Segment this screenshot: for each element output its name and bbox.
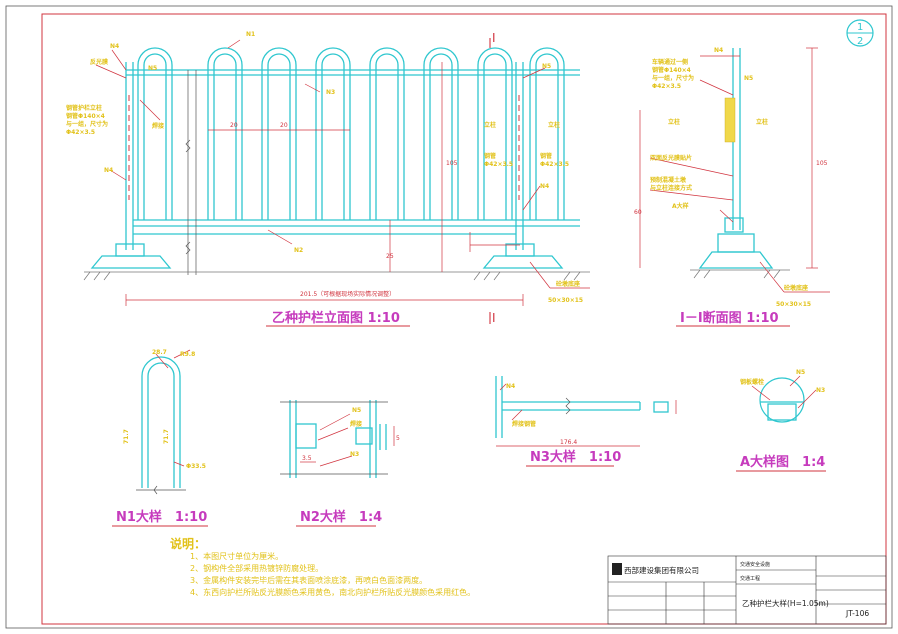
svg-text:钢管护栏立柱: 钢管护栏立柱 [66, 104, 102, 112]
svg-text:N5: N5 [542, 63, 551, 70]
svg-text:双面反光膜贴片: 双面反光膜贴片 [650, 154, 692, 162]
note-line-3: 3、金属构件安装完毕后需在其表面喷涂底漆，再喷白色面漆两度。 [190, 575, 427, 585]
svg-text:N4: N4 [104, 167, 113, 174]
svg-text:N1: N1 [246, 31, 255, 38]
svg-text:71.7: 71.7 [163, 429, 170, 444]
svg-text:R9.8: R9.8 [180, 351, 195, 358]
n1-title: N1大样 1:10 [116, 509, 207, 525]
elevation-title: 乙种护栏立面图 1:10 [272, 310, 400, 326]
svg-text:立柱: 立柱 [484, 121, 496, 129]
inner-frame [41, 13, 887, 625]
right-base [482, 255, 564, 269]
svg-text:砼墩底座: 砼墩底座 [555, 280, 580, 288]
svg-text:N5: N5 [796, 369, 805, 376]
svg-text:N4: N4 [714, 47, 723, 54]
svg-text:N4: N4 [540, 183, 549, 190]
elevation-view: N4 反光膜 N5 钢管护栏立柱 钢管Φ140×4 与一组，尺寸为 Φ42×3.… [66, 31, 590, 327]
svg-text:25: 25 [386, 253, 394, 260]
n2-title: N2大样 1:4 [300, 509, 382, 525]
svg-text:钢管Φ140×4: 钢管Φ140×4 [652, 66, 691, 74]
svg-text:Φ42×3.5: Φ42×3.5 [66, 129, 95, 136]
sheet-index-symbol: 1 2 [846, 19, 874, 47]
notes: 说明： 1、本图尺寸单位为厘米。 2、钢构件全部采用热镀锌防腐处理。 3、金属构… [170, 536, 475, 597]
tb-drawing-no: JT-106 [845, 609, 869, 618]
n1-detail: 28.7 R9.8 71.7 71.7 Φ33.5 N1大样 1:10 [112, 349, 208, 527]
section-mark-bottom: I [492, 311, 496, 325]
svg-text:预制混凝土墩: 预制混凝土墩 [650, 176, 687, 184]
svg-text:N3: N3 [326, 89, 335, 96]
svg-text:N2: N2 [294, 247, 303, 254]
svg-text:60: 60 [634, 209, 642, 216]
title-block: 西部建设集团有限公司 交通安全设施 交通工程 乙种护栏大样(H=1.05m) J… [607, 555, 887, 625]
tb-part: 交通工程 [740, 575, 760, 582]
svg-text:焊接钢管: 焊接钢管 [512, 420, 536, 428]
n3-title: N3大样 1:10 [530, 449, 621, 465]
svg-text:Φ42×3.5: Φ42×3.5 [484, 161, 513, 168]
n2-detail: N5 焊接 N3 3.5 5 N2大样 1:4 [280, 400, 400, 527]
svg-text:车辆通过一侧: 车辆通过一侧 [652, 58, 688, 66]
svg-text:N3: N3 [350, 451, 359, 458]
svg-text:Φ42×3.5: Φ42×3.5 [652, 83, 681, 90]
svg-text:A大样: A大样 [672, 202, 689, 210]
svg-text:与一组，尺寸为: 与一组，尺寸为 [652, 74, 694, 82]
svg-text:立柱: 立柱 [548, 121, 560, 129]
left-base [90, 255, 172, 269]
tb-company: 西部建设集团有限公司 [624, 565, 699, 575]
note-line-2: 2、钢构件全部采用热镀锌防腐处理。 [190, 563, 323, 573]
svg-text:5: 5 [396, 435, 400, 442]
notes-heading: 说明： [170, 536, 206, 551]
svg-text:3.5: 3.5 [302, 455, 312, 462]
svg-text:立柱: 立柱 [756, 118, 768, 126]
svg-text:N5: N5 [352, 407, 361, 414]
svg-text:201.5（可根据现场实际情况调整）: 201.5（可根据现场实际情况调整） [300, 290, 395, 298]
section-view: N4 车辆通过一侧 钢管Φ140×4 与一组，尺寸为 Φ42×3.5 N5 立柱… [634, 47, 830, 327]
svg-text:105: 105 [446, 160, 458, 167]
a-detail: 钢板螺栓 N5 N3 A大样图 1:4 [736, 369, 826, 472]
svg-text:Φ42×3.5: Φ42×3.5 [540, 161, 569, 168]
svg-text:钢管Φ140×4: 钢管Φ140×4 [66, 112, 105, 120]
svg-text:与一组，尺寸为: 与一组，尺寸为 [66, 120, 108, 128]
section-mark-top: I [492, 31, 496, 45]
tb-project: 交通安全设施 [740, 561, 770, 568]
n3-detail: N4 焊接钢管 176.4 N3大样 1:10 [495, 376, 677, 467]
svg-text:砼墩底座: 砼墩底座 [783, 284, 808, 292]
note-line-1: 1、本图尺寸单位为厘米。 [190, 551, 283, 561]
svg-text:钢管: 钢管 [540, 152, 552, 160]
svg-text:20: 20 [230, 122, 238, 129]
section-title: I－I断面图 1:10 [680, 310, 779, 326]
outer-frame [5, 5, 893, 629]
svg-text:焊接: 焊接 [152, 122, 164, 130]
a-title: A大样图 1:4 [740, 454, 825, 470]
svg-text:立柱: 立柱 [668, 118, 680, 126]
svg-text:Φ33.5: Φ33.5 [186, 463, 206, 470]
svg-text:N4: N4 [110, 43, 119, 50]
arch-loops [137, 47, 565, 220]
svg-text:N4: N4 [506, 383, 515, 390]
svg-text:钢板螺栓: 钢板螺栓 [740, 378, 764, 386]
svg-text:N5: N5 [744, 75, 753, 82]
svg-text:N5: N5 [148, 65, 157, 72]
svg-text:焊接: 焊接 [350, 420, 362, 428]
note-line-4: 4、东西向护栏所贴反光膜颜色采用黄色，南北向护栏所贴反光膜颜色采用红色。 [190, 587, 475, 597]
svg-text:钢管: 钢管 [484, 152, 496, 160]
svg-text:176.4: 176.4 [560, 439, 577, 446]
svg-text:50×30×15: 50×30×15 [548, 297, 583, 304]
svg-text:反光膜: 反光膜 [90, 58, 109, 66]
svg-text:105: 105 [816, 160, 828, 167]
svg-text:20: 20 [280, 122, 288, 129]
svg-text:N3: N3 [816, 387, 825, 394]
svg-text:28.7: 28.7 [152, 349, 167, 356]
svg-text:与立柱连接方式: 与立柱连接方式 [650, 184, 692, 192]
tb-drawing-title: 乙种护栏大样(H=1.05m) [742, 598, 829, 608]
svg-text:50×30×15: 50×30×15 [776, 301, 811, 308]
svg-text:1: 1 [857, 22, 863, 33]
svg-text:71.7: 71.7 [123, 429, 130, 444]
svg-text:2: 2 [857, 36, 863, 47]
